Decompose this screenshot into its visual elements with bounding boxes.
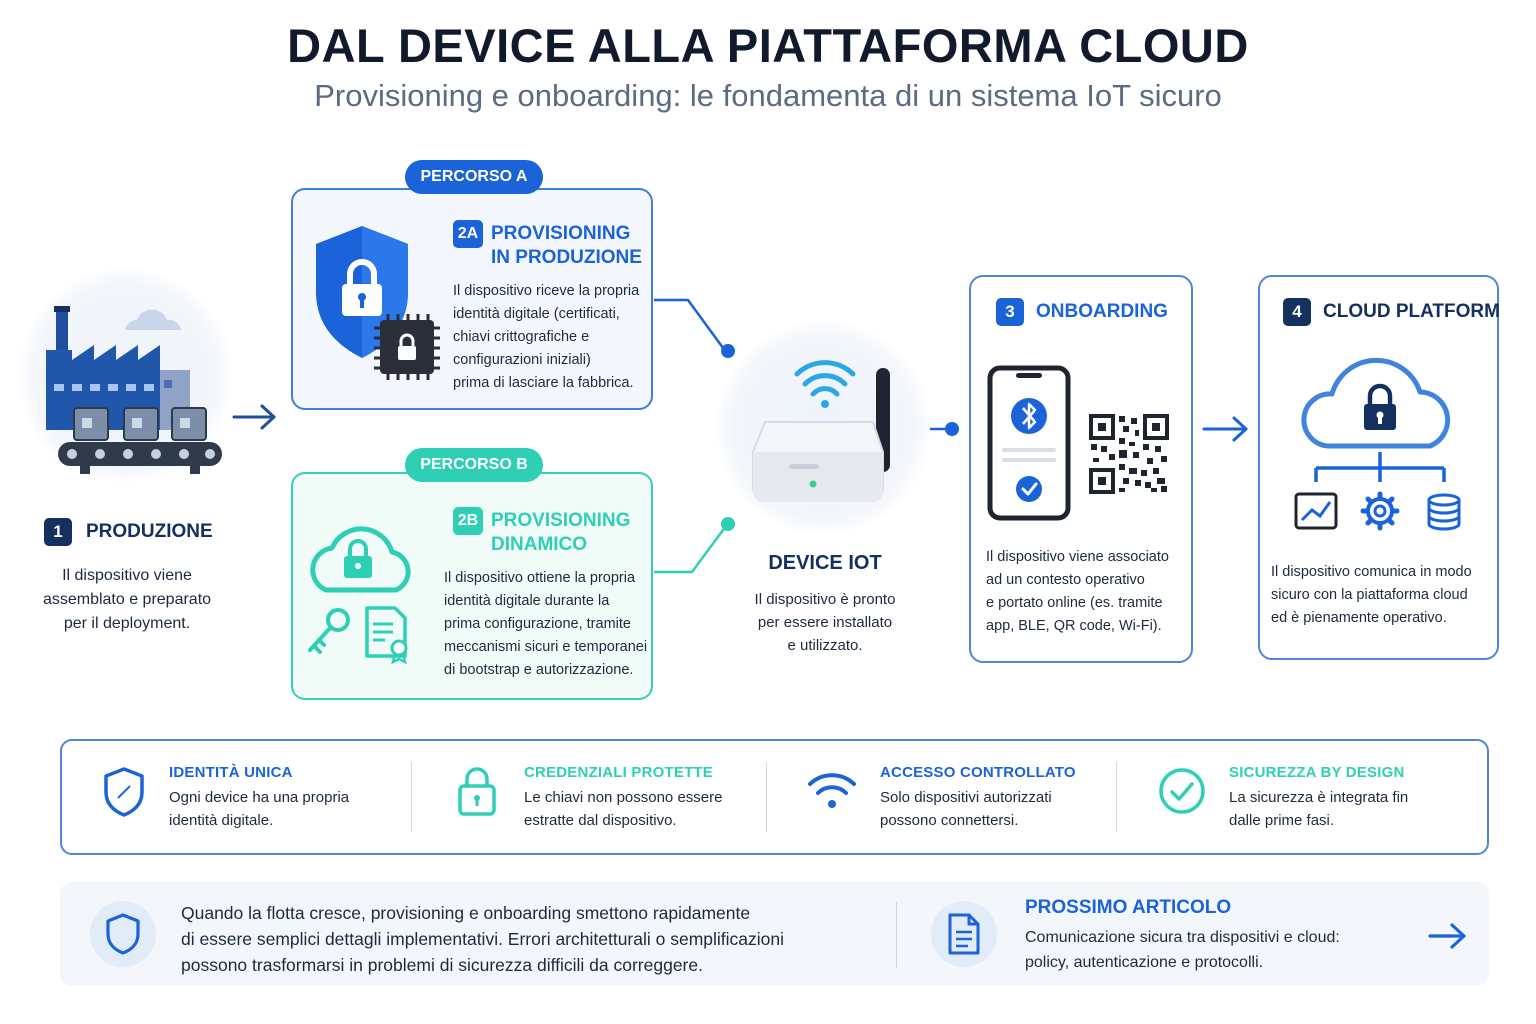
arrow-right-icon <box>232 404 276 430</box>
qr-code-icon <box>1089 414 1169 494</box>
path-b-pill: PERCORSO B <box>405 448 543 482</box>
step3-header: 3 ONBOARDING <box>996 298 1168 326</box>
smartphone-icon <box>987 365 1071 521</box>
feature-credentials: CREDENZIALI PROTETTE Le chiavi non posso… <box>524 764 756 832</box>
path-a-tag: 2A <box>453 220 483 248</box>
next-article-title: PROSSIMO ARTICOLO <box>1025 897 1232 918</box>
wifi-icon <box>808 773 856 808</box>
arrow-right-icon <box>1202 416 1248 442</box>
step3-description: Il dispositivo viene associato ad un con… <box>986 549 1169 634</box>
feature-identity: IDENTITÀ UNICA Ogni device ha una propri… <box>169 764 399 832</box>
step3-title: ONBOARDING <box>1036 301 1168 322</box>
bottom-panel <box>60 882 1489 986</box>
step1-description: Il dispositivo viene assemblato e prepar… <box>42 567 212 632</box>
step1-number: 1 <box>44 518 72 546</box>
feature-identity-title: IDENTITÀ UNICA <box>169 764 293 781</box>
feature-security: SICUREZZA BY DESIGN La sicurezza è integ… <box>1229 764 1469 832</box>
device-description: Il dispositivo è pronto per essere insta… <box>754 591 896 654</box>
page-title: DAL DEVICE ALLA PIATTAFORMA CLOUD <box>287 19 1249 72</box>
device-connector <box>930 422 959 436</box>
path-connectors <box>654 298 735 574</box>
step4-number: 4 <box>1283 298 1311 326</box>
certificate-icon <box>365 606 408 664</box>
shield-chip-icon <box>316 226 440 380</box>
path-b-heading: 2B PROVISIONING DINAMICO <box>453 507 630 557</box>
path-a-title-2: IN PRODUZIONE <box>491 247 642 268</box>
shield-icon <box>106 913 140 955</box>
note-icon-wrap <box>90 901 156 967</box>
step4-description: Il dispositivo comunica in modo sicuro c… <box>1271 564 1472 626</box>
feature-access-title: ACCESSO CONTROLLATO <box>880 764 1076 781</box>
path-b-title-2: DINAMICO <box>491 534 588 555</box>
feature-divider <box>766 762 767 832</box>
article-icon-wrap <box>931 901 997 967</box>
bottom-divider <box>896 902 897 968</box>
feature-security-title: SICUREZZA BY DESIGN <box>1229 764 1405 781</box>
router-icon <box>752 360 890 502</box>
key-icon <box>308 608 350 654</box>
device-title: DEVICE IOT <box>768 552 882 574</box>
step1-header: 1 PRODUZIONE <box>44 518 213 546</box>
factory-icon <box>46 306 222 474</box>
cloud-lock-icon <box>310 526 411 593</box>
path-a-description: Il dispositivo riceve la propria identit… <box>453 283 640 391</box>
cloud-platform-icon <box>1294 357 1461 531</box>
feature-divider <box>411 762 412 832</box>
bottom-note: Quando la flotta cresce, provisioning e … <box>181 903 785 975</box>
arrow-right-icon[interactable] <box>1426 920 1470 952</box>
path-a-title-1: PROVISIONING <box>491 223 631 244</box>
path-b-tag: 2B <box>453 507 483 535</box>
step1-title: PRODUZIONE <box>86 521 213 542</box>
step4-header: 4 CLOUD PLATFORM <box>1283 298 1500 326</box>
path-b-title-1: PROVISIONING <box>491 510 631 531</box>
step3-number: 3 <box>996 298 1024 326</box>
lock-icon <box>458 767 496 816</box>
feature-credentials-title: CREDENZIALI PROTETTE <box>524 764 714 781</box>
check-circle-icon <box>1159 768 1205 814</box>
shield-icon <box>104 767 144 817</box>
next-article[interactable]: PROSSIMO ARTICOLO Comunicazione sicura t… <box>1025 897 1405 975</box>
feature-access: ACCESSO CONTROLLATO Solo dispositivi aut… <box>880 764 1110 832</box>
features-panel <box>60 739 1489 855</box>
page-subtitle: Provisioning e onboarding: le fondamenta… <box>314 78 1222 113</box>
feature-divider <box>1116 762 1117 832</box>
path-b-description: Il dispositivo ottiene la propria identi… <box>444 570 648 678</box>
path-a-pill: PERCORSO A <box>405 160 543 194</box>
step4-title: CLOUD PLATFORM <box>1323 301 1500 322</box>
path-a-heading: 2A PROVISIONING IN PRODUZIONE <box>453 220 642 270</box>
document-icon <box>948 913 980 955</box>
